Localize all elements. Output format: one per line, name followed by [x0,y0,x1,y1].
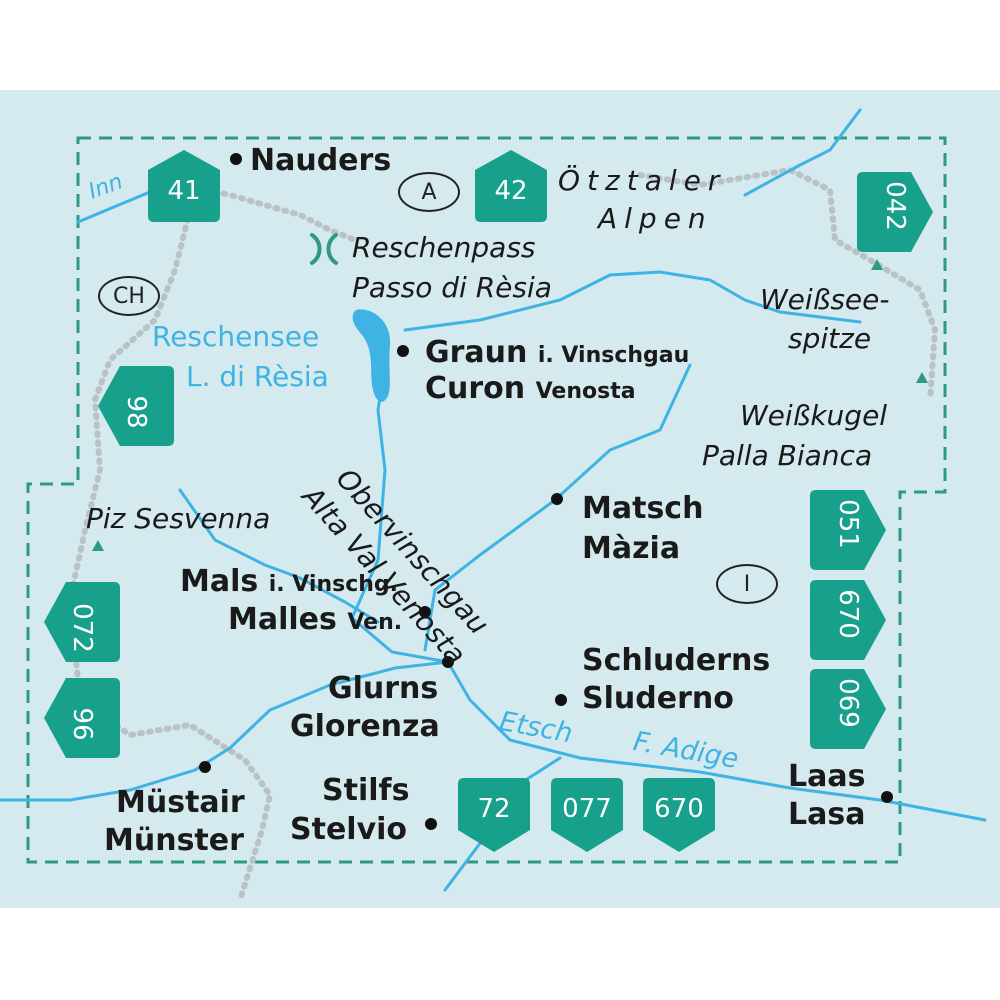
label-stilfs: Stilfs [322,773,410,808]
label-graun-sub: i. Vinschgau [537,343,690,368]
peak-marker-piz-sesvenna [92,540,104,551]
label-mustair: Müstair [116,785,245,820]
map-sheet-042[interactable]: 042 [855,170,935,254]
label-palla-bianca: Palla Bianca [702,439,873,472]
label-glorenza: Glorenza [290,709,440,744]
label-oetztaler: Ötztaler [558,164,727,197]
settlement-dot-mustair [199,761,211,773]
map-sheet-41-number: 41 [167,176,201,206]
peak-marker-weisssee [871,259,883,270]
map-sheet-051-number: 051 [833,499,863,549]
label-mals: Mals i. Vinschg. [180,567,398,597]
label-matsch: Matsch [582,491,704,526]
lake-reschensee [352,309,391,402]
label-mals-main: Mals [180,564,259,599]
pass-icon [310,233,338,265]
label-schluderns: Schluderns [582,643,771,678]
settlement-dot-glurns [442,656,454,668]
map-sheet-072-number: 072 [67,603,97,653]
label-l-di-resia: L. di Rèsia [186,360,329,393]
rivers [0,108,987,892]
map-sheet-670-bottom[interactable]: 670 [640,776,718,854]
map-sheet-42-number: 42 [494,176,528,206]
map-sheet-670-right[interactable]: 670 [808,578,888,662]
label-mals-sub: i. Vinschg. [268,572,399,597]
label-malles-main: Malles [228,602,337,637]
label-alpen: Alpen [598,202,713,235]
label-reschensee: Reschensee [152,320,320,353]
country-code-switzerland: CH [98,276,160,316]
settlement-dot-nauders [230,153,242,165]
map-sheet-077[interactable]: 077 [548,776,626,854]
label-curon-sub: Venosta [535,379,636,404]
settlement-dot-matsch [551,493,563,505]
settlement-dot-stilfs [425,818,437,830]
river-reschen-outflow [350,363,450,664]
label-passo-resia: Passo di Rèsia [352,271,552,304]
map-sheet-670-right-number: 670 [833,589,863,639]
map-sheet-077-number: 077 [562,794,612,824]
label-reschenpass: Reschenpass [352,231,536,264]
label-piz-sesvenna: Piz Sesvenna [86,502,271,535]
label-graun: Graun i. Vinschgau [425,338,689,368]
label-glurns: Glurns [328,671,439,706]
label-laas: Laas [788,759,866,794]
label-weisssee-2: spitze [788,322,872,355]
river-etsch [446,660,987,822]
map-sheet-72[interactable]: 72 [455,776,533,854]
label-graun-main: Graun [425,335,528,370]
map-sheet-98-number: 98 [121,395,151,429]
label-stelvio: Stelvio [290,812,408,847]
label-nauders: Nauders [250,143,392,178]
label-mazia: Màzia [582,531,681,566]
country-code-austria: A [398,172,460,212]
label-lasa: Lasa [788,797,866,832]
map-sheet-96[interactable]: 96 [42,676,122,760]
settlement-dot-laas [881,791,893,803]
label-curon-main: Curon [425,371,526,406]
settlement-dot-malles [419,606,431,618]
label-malles: Malles Ven. [228,605,402,635]
country-code-italy: I [716,564,778,604]
stream-north-east [743,108,862,197]
boundary-austria-italy [637,166,939,403]
map-sheet-042-number: 042 [880,181,910,231]
river-rom [0,660,450,802]
label-curon: Curon Venosta [425,374,636,404]
label-munster: Münster [104,823,244,858]
label-sluderno: Sluderno [582,681,734,716]
map-sheet-069-number: 069 [833,678,863,728]
map-sheet-96-number: 96 [67,707,97,741]
map-sheet-072[interactable]: 072 [42,580,122,664]
map-sheet-051[interactable]: 051 [808,488,888,572]
settlement-dot-graun [397,345,409,357]
settlement-dot-schluderns [555,694,567,706]
map-sheet-069[interactable]: 069 [808,667,888,751]
map-sheet-41[interactable]: 41 [145,148,223,224]
peak-marker-weisskugel [916,372,928,383]
map-sheet-670-bottom-number: 670 [654,794,704,824]
stream-upper-north [403,270,862,332]
label-weisskugel: Weißkugel [740,399,888,432]
sheet-coverage-outline [26,136,947,864]
label-weisssee-1: Weißsee- [760,283,890,316]
map-sheet-42[interactable]: 42 [472,148,550,224]
label-malles-sub: Ven. [347,610,403,635]
stream-west [178,488,380,624]
map-sheet-72-number: 72 [477,794,511,824]
map-sheet-98[interactable]: 98 [96,364,176,448]
